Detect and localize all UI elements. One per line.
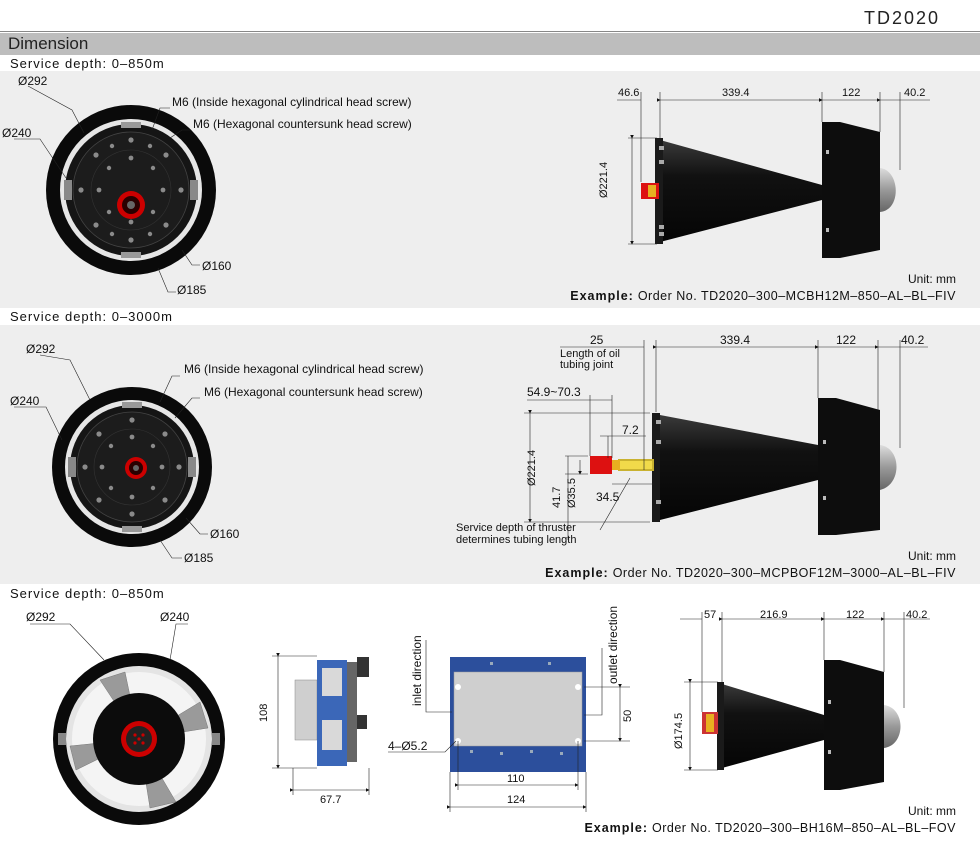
s2-dim-72: 7.2 <box>622 423 639 437</box>
section-3-heading: Service depth: 0–850m <box>10 586 165 601</box>
s2-m6-countersunk-label: M6 (Hexagonal countersunk head screw) <box>204 385 423 399</box>
s2-dim-range: 54.9~70.3 <box>527 385 581 399</box>
dimension-bar <box>0 33 980 55</box>
s2-d240-label: Ø240 <box>10 394 40 408</box>
s2-dim-b: 339.4 <box>720 333 751 347</box>
s1-d185-label: Ø185 <box>177 283 207 297</box>
front-view-2 <box>52 387 212 547</box>
s2-example-label: Example: <box>545 566 609 580</box>
s1-unit: Unit: mm <box>908 272 956 286</box>
s3-dim-d: 40.2 <box>906 609 928 621</box>
s1-dim-dia: Ø221.4 <box>598 161 610 198</box>
s3-dim-50: 50 <box>622 709 634 722</box>
s3-dim-a: 57 <box>704 609 717 621</box>
s1-m6-countersunk-label: M6 (Hexagonal countersunk head screw) <box>193 117 412 131</box>
section-2-heading: Service depth: 0–3000m <box>10 309 173 324</box>
s3-example-label: Example: <box>584 821 649 835</box>
s3-dim-110: 110 <box>507 773 525 785</box>
s2-oil-joint-line1: Length of oil <box>560 348 620 360</box>
s3-dim-dia: Ø174.5 <box>673 712 685 749</box>
driver-top-view <box>450 657 586 772</box>
s1-example-label: Example: <box>570 289 634 303</box>
s2-d160-label: Ø160 <box>210 527 240 541</box>
s2-dim-a: 25 <box>590 333 604 347</box>
s3-driver-h108: 108 <box>258 703 270 722</box>
s2-example-value: Order No. TD2020–300–MCPBOF12M–3000–AL–B… <box>612 566 956 580</box>
s3-inlet-direction: inlet direction <box>410 635 424 706</box>
front-view-1 <box>46 105 216 275</box>
s2-d185-label: Ø185 <box>184 551 214 565</box>
side-view-3 <box>702 660 901 790</box>
product-title: TD2020 <box>863 8 940 28</box>
driver-side-view <box>294 657 369 766</box>
s3-dim-b: 216.9 <box>760 609 788 621</box>
s3-holes: 4–Ø5.2 <box>388 739 428 753</box>
s2-dim-c: 122 <box>836 333 857 347</box>
side-view-1 <box>641 122 896 258</box>
front-view-3 <box>53 653 225 825</box>
s2-m6-inside-label: M6 (Inside hexagonal cylindrical head sc… <box>184 362 424 376</box>
s3-example-value: Order No. TD2020–300–BH16M–850–AL–BL–FOV <box>652 821 956 835</box>
s1-d240-label: Ø240 <box>2 126 32 140</box>
s3-example: Example: Order No. TD2020–300–BH16M–850–… <box>584 821 956 835</box>
s2-dim-345: 34.5 <box>596 490 620 504</box>
section-1-heading: Service depth: 0–850m <box>10 56 165 71</box>
s1-example: Example: Order No. TD2020–300–MCBH12M–85… <box>570 289 956 303</box>
s2-example: Example: Order No. TD2020–300–MCPBOF12M–… <box>545 566 956 580</box>
s2-tubing-line1: Service depth of thruster <box>456 522 576 534</box>
s1-d160-label: Ø160 <box>202 259 232 273</box>
s2-tubing-line2: determines tubing length <box>456 534 577 546</box>
title-divider <box>0 31 980 32</box>
dim-lines-2 <box>524 340 928 540</box>
dim-lines-1 <box>617 92 930 245</box>
s1-dim-b: 339.4 <box>722 87 750 99</box>
s3-d240-label: Ø240 <box>160 610 190 624</box>
s3-outlet-direction: outlet direction <box>606 605 620 684</box>
dimension-heading: Dimension <box>8 34 89 53</box>
s2-dim-355: Ø35.5 <box>566 478 578 508</box>
s1-dim-d: 40.2 <box>904 87 926 99</box>
s3-d292-label: Ø292 <box>26 610 56 624</box>
s1-example-value: Order No. TD2020–300–MCBH12M–850–AL–BL–F… <box>637 289 956 303</box>
s1-dim-a: 46.6 <box>618 87 640 99</box>
s3-dim-124: 124 <box>507 794 526 806</box>
s2-dim-417: 41.7 <box>551 486 563 508</box>
s1-dim-c: 122 <box>842 87 861 99</box>
s2-oil-joint-line2: tubing joint <box>560 359 614 371</box>
s3-unit: Unit: mm <box>908 804 956 818</box>
s1-m6-inside-label: M6 (Inside hexagonal cylindrical head sc… <box>172 95 412 109</box>
s2-d292-label: Ø292 <box>26 342 56 356</box>
side-view-2 <box>590 398 897 535</box>
s2-unit: Unit: mm <box>908 549 956 563</box>
s1-d292-label: Ø292 <box>18 74 48 88</box>
s3-dim-c: 122 <box>846 609 865 621</box>
s2-dim-dia: Ø221.4 <box>526 449 538 486</box>
s2-dim-d: 40.2 <box>901 333 925 347</box>
s3-driver-w677: 67.7 <box>320 794 342 806</box>
dim-lines-3 <box>680 612 930 771</box>
